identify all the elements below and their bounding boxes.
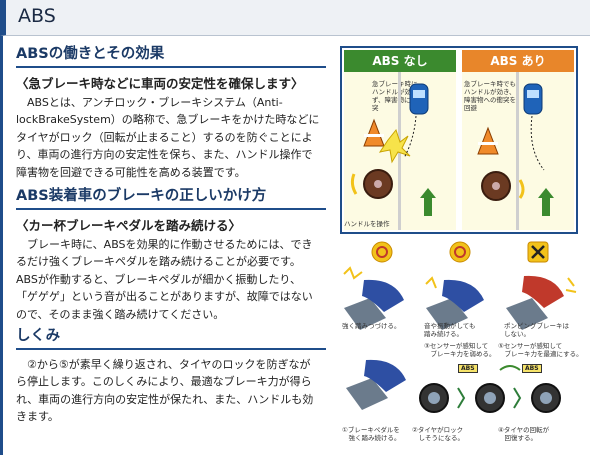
body-line: ので、そのまま強く踏み続けてください。 [16, 307, 225, 321]
body-line: タイヤがロック（回転が止まること）するのを防ぐことによ [16, 130, 313, 144]
section-body: ②から⑤が素早く繰り返され、タイヤのロックを防ぎなが ら停止します。このしくみに… [16, 356, 326, 426]
body-line: 障害物を回避できる可能性を高める装置です。 [16, 165, 246, 179]
pedal-illustrations [343, 241, 577, 413]
no-abs-illustration [350, 72, 436, 230]
section-abs-effect: ABSの働きとその効果 〈急ブレーキ時などに車両の安定性を確保します〉 ABSと… [16, 42, 326, 181]
body-line: れ、車両の進行方向の安定性が保たれ、また、ハンドルも効 [16, 392, 314, 406]
body-line: るだけ強くブレーキペダルを踏み続けることが必要です。 [16, 255, 301, 269]
section-title: しくみ [16, 324, 326, 350]
left-accent-rule [0, 36, 3, 455]
no-abs-note: 急ブレーキ時に ハンドルが効か ず、障害物に衝 突 [372, 80, 418, 113]
with-abs-panel: ABS あり 急ブレーキ時でも ハンドルが効き、 障害物への衝突を 回避 [462, 50, 574, 230]
page-header: ABS [0, 0, 590, 36]
section-subtitle: 〈カー杯ブレーキペダルを踏み続ける〉 [16, 218, 242, 233]
body-line: ABSとは、アンチロック・ブレーキシステム（Anti- [16, 96, 283, 109]
step-3-label: ③センサーが感知して ブレーキ力を弱める。 [424, 342, 496, 359]
section-title: ABSの働きとその効果 [16, 42, 326, 68]
body-line: ②から⑤が素早く繰り返され、タイヤのロックを防ぎなが [16, 358, 311, 371]
abs-unit-tag: ABS [458, 364, 478, 373]
diagram-caption: ハンドルを操作 [344, 220, 390, 228]
step-4-label: ④タイヤの回転が 回復する。 [498, 426, 550, 443]
abs-comparison-diagram: ABS なし 急ブレーキ時に ハンドルが効か ず、障害物に衝 突 ABS あり … [340, 46, 578, 234]
brake-mechanism-illustrations: 強く踏みつづける。 音や振動がしても 踏み続ける。 ポンピングブレーキは しない… [340, 238, 583, 455]
no-abs-heading: ABS なし [344, 50, 456, 72]
with-abs-heading: ABS あり [462, 50, 574, 72]
pedal-label-3: ポンピングブレーキは しない。 [504, 322, 569, 339]
with-abs-note: 急ブレーキ時でも ハンドルが効き、 障害物への衝突を 回避 [464, 80, 516, 113]
body-line: ら停止します。このしくみにより、最適なブレーキ力が得ら [16, 375, 312, 389]
abs-unit-tag: ABS [522, 364, 542, 373]
body-line: り、車両の進行方向の安定性を保ち、また、ハンドル操作で [16, 148, 313, 162]
with-abs-illustration [477, 72, 554, 230]
pedal-label-2: 音や振動がしても 踏み続ける。 [424, 322, 476, 339]
section-correct-braking: ABS装着車のブレーキの正しいかけ方 〈カー杯ブレーキペダルを踏み続ける〉 ブレ… [16, 184, 326, 323]
pedal-label-1: 強く踏みつづける。 [342, 322, 401, 330]
step-1-label: ①ブレーキペダルを 強く踏み続ける。 [342, 426, 401, 443]
body-line: ABSが作動すると、ブレーキペダルが細かく振動したり、 [16, 272, 301, 286]
body-line: 「ゲゲゲ」という音が出ることがありますが、故障ではない [16, 290, 313, 304]
section-title: ABS装着車のブレーキの正しいかけ方 [16, 184, 326, 210]
section-subtitle: 〈急ブレーキ時などに車両の安定性を確保します〉 [16, 76, 304, 91]
body-line: きます。 [16, 410, 59, 424]
section-body: ブレーキ時に、ABSを効果的に作動させるためには、でき るだけ強くブレーキペダル… [16, 236, 326, 323]
step-2-label: ②タイヤがロック しそうになる。 [412, 426, 464, 443]
no-abs-panel: ABS なし 急ブレーキ時に ハンドルが効か ず、障害物に衝 突 [344, 50, 456, 230]
body-line: lockBrakeSystem）の略称で、急ブレーキをかけた時などに [16, 113, 320, 127]
section-body: ABSとは、アンチロック・ブレーキシステム（Anti- lockBrakeSys… [16, 94, 326, 181]
body-line: ブレーキ時に、ABSを効果的に作動させるためには、でき [16, 238, 313, 251]
section-mechanism: しくみ ②から⑤が素早く繰り返され、タイヤのロックを防ぎなが ら停止します。この… [16, 324, 326, 426]
step-5-label: ⑤センサーが感知して ブレーキ力を最適にする。 [498, 342, 583, 359]
page-title: ABS [18, 5, 56, 27]
